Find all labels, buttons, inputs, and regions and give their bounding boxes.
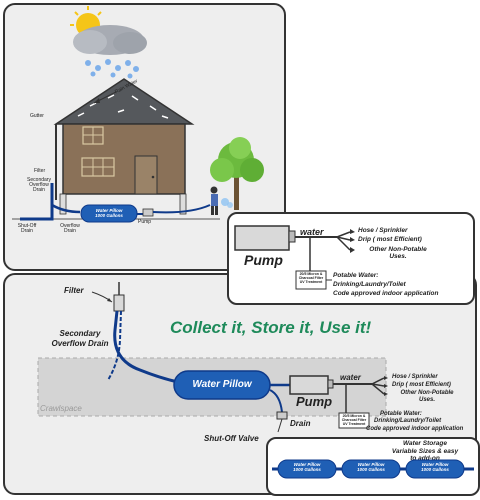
pump-callout-panel [227,212,475,305]
gardener-figure [210,186,233,215]
storage-pillow-1-name: Water Pillow [293,462,321,467]
pump-callout-potable-2: Drinking/Laundry/Toilet [333,281,406,288]
tree [210,137,264,210]
secondary-overflow-label-small: Secondary Overflow Drain [27,177,51,193]
water-pillow-label-small: Water Pillow 1000 Gallons [81,208,137,218]
detail-outlet-2: Drip ( most Efficient) [392,382,451,388]
detail-water-label: water [340,373,361,382]
house [53,78,195,215]
detail-filter-box-text: 20/5 Micron & Charcoal Filter UV Treatme… [341,414,367,426]
pump-callout-water-label: water [300,227,324,237]
pump-callout-potable-1: Potable Water: [333,272,379,279]
rain-cloud-icon [73,25,147,79]
shutoff-drain-label-small: Shut-Off Drain [17,223,37,234]
pump-callout-pump-label: Pump [244,252,283,268]
pump-callout-outlet-2: Drip ( most Efficient) [358,236,422,243]
detail-potable-1: Potable Water: [380,411,422,417]
detail-pump-label: Pump [296,394,333,409]
pump-callout-outlet-1: Hose / Sprinkler [358,227,408,234]
pump-callout-filter-box-text: 20/5 Micron & Charcoal Filter UV Treatme… [298,272,324,284]
detail-water-pillow-label: Water Pillow [192,379,252,390]
storage-pillow-1: Water Pillow 1000 Gallons [278,462,336,472]
detail-secondary-overflow-label: Secondary Overflow Drain [51,329,109,348]
pump-callout-potable-3: Code approved indoor application [333,290,439,297]
shutoff-valve-label: Shut-Off Valve [204,434,259,443]
pump-callout-outlet-3: Other Non-Potable Uses. [369,246,427,260]
detail-potable-3: Code approved indoor application [366,426,464,432]
detail-outlet-3: Other Non-Potable Uses. [400,390,454,403]
storage-pillow-1-capacity: 1000 Gallons [293,467,321,472]
overflow-drain-label-small: Overflow Drain [60,223,80,234]
storage-pillow-3: Water Pillow 1000 Gallons [406,462,464,472]
storage-pillow-2-name: Water Pillow [357,462,385,467]
detail-filter-label: Filter [64,286,84,295]
pump-label-small: Pump [138,219,152,225]
storage-pillow-2: Water Pillow 1000 Gallons [342,462,400,472]
storage-pillow-3-name: Water Pillow [421,462,449,467]
filter-label-small: Filter [34,168,46,174]
detail-outlet-1: Hose / Sprinkler [392,374,438,380]
water-pillow-name: Water Pillow [95,208,123,213]
detail-drain-label: Drain [290,419,311,428]
storage-pillow-3-capacity: 1000 Gallons [421,467,449,472]
storage-pillow-2-capacity: 1000 Gallons [357,467,385,472]
gutter-label: Gutter [30,113,44,119]
detail-potable-2: Drinking/Laundry/Toilet [374,418,442,424]
crawlspace-label: Crawlspace [40,404,82,413]
water-pillow-capacity: 1000 Gallons [95,213,123,218]
slogan: Collect it, Store it, Use it! [170,318,372,337]
storage-title: Water Storage Variable Sizes & easy to a… [391,440,459,462]
